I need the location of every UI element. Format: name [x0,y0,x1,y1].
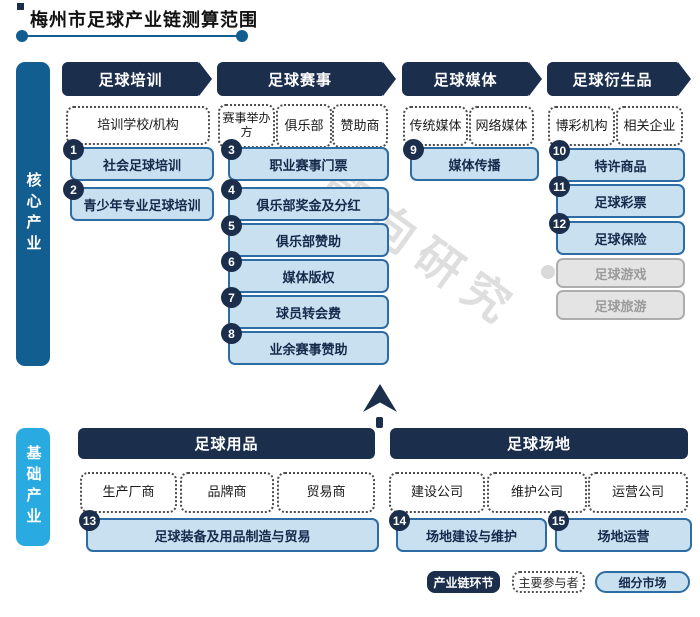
chain-header-venues: 足球场地 [390,428,688,459]
market-label: 媒体传播 [448,157,501,173]
base-industry-label: 基础产业 [24,445,42,529]
up-arrow-icon [363,384,397,412]
number-badge: 5 [221,215,242,236]
market-label: 媒体版权 [282,269,335,285]
number-badge: 12 [549,213,570,234]
chain-header-training: 足球培训 [62,62,212,96]
market-box-15: 15 场地运营 [548,510,692,552]
participant-box: 贸易商 [277,472,375,513]
market-label: 足球保险 [594,231,647,247]
chain-header-label: 足球衍生品 [572,71,653,89]
chain-header-media: 足球媒体 [402,62,542,96]
market-box-disabled-games: 足球游戏 [556,258,685,288]
chain-header-label: 足球媒体 [433,71,498,89]
participant-box: 维护公司 [487,472,587,513]
participant-box: 运营公司 [588,472,688,513]
number-badge: 13 [79,510,100,531]
market-box-4: 4 俱乐部奖金及分红 [221,179,389,221]
market-label: 业余赛事赞助 [269,341,348,357]
market-label: 职业赛事门票 [269,157,348,173]
participant-box: 赞助商 [332,104,388,148]
market-label: 俱乐部奖金及分红 [256,197,361,213]
base-industry-bar: 基础产业 [16,428,50,546]
market-box-9: 9 媒体传播 [403,139,539,181]
market-label: 场地建设与维护 [425,528,517,544]
market-label: 球员转会费 [275,305,341,321]
number-badge: 1 [63,139,84,160]
chain-header-goods: 足球用品 [78,428,375,459]
market-box-12: 12 足球保险 [549,213,685,255]
chain-header-label: 足球用品 [194,436,259,453]
number-badge: 14 [389,510,410,531]
number-badge: 4 [221,179,242,200]
participant-box: 网络媒体 [469,106,534,146]
title-underline [16,30,248,42]
chain-header-derivatives: 足球衍生品 [547,62,691,96]
market-label: 足球装备及用品制造与贸易 [154,528,311,544]
market-label: 场地运营 [597,528,650,544]
participant-box: 俱乐部 [276,104,332,148]
number-badge: 3 [221,139,242,160]
participant-box: 品牌商 [180,472,274,513]
market-box-14: 14 场地建设与维护 [389,510,547,552]
core-industry-label: 核心产业 [24,172,42,256]
participant-box: 培训学校/机构 [66,106,210,145]
market-box-disabled-tourism: 足球旅游 [556,290,685,320]
market-label: 足球彩票 [594,194,647,210]
participant-box: 生产厂商 [80,472,177,513]
legend-participant: 主要参与者 [512,571,585,593]
core-industry-bar: 核心产业 [16,62,50,366]
up-arrow-dash [376,417,383,428]
chain-header-label: 足球赛事 [267,71,332,89]
market-label: 社会足球培训 [102,157,181,173]
market-box-8: 8 业余赛事赞助 [221,323,389,365]
page-title: 梅州市足球产业链测算范围 [30,10,258,30]
chain-header-label: 足球培训 [98,71,163,89]
market-label: 青少年专业足球培训 [83,197,201,213]
market-box-6: 6 媒体版权 [221,251,389,293]
market-box-11: 11 足球彩票 [549,176,685,218]
market-label: 俱乐部赞助 [275,233,341,249]
chain-header-label: 足球场地 [506,436,571,453]
participant-box: 博彩机构 [548,106,615,146]
market-box-1: 1 社会足球培训 [63,139,214,181]
market-box-5: 5 俱乐部赞助 [221,215,389,257]
number-badge: 2 [63,179,84,200]
number-badge: 9 [403,139,424,160]
number-badge: 8 [221,323,242,344]
participant-box: 相关企业 [616,106,683,146]
number-badge: 6 [221,251,242,272]
market-box-10: 10 特许商品 [549,140,685,182]
market-box-7: 7 球员转会费 [221,287,389,329]
participant-box: 建设公司 [389,472,485,513]
number-badge: 7 [221,287,242,308]
number-badge: 10 [549,140,570,161]
watermark-dot [541,265,555,279]
title-bullet-square [17,3,24,10]
market-box-3: 3 职业赛事门票 [221,139,389,181]
legend-chain-node: 产业链环节 [427,571,500,593]
number-badge: 11 [549,176,570,197]
market-label: 特许商品 [594,158,647,174]
market-box-13: 13 足球装备及用品制造与贸易 [79,510,379,552]
market-box-2: 2 青少年专业足球培训 [63,179,214,221]
legend-submarket: 细分市场 [595,571,690,593]
chain-header-events: 足球赛事 [217,62,396,96]
number-badge: 15 [548,510,569,531]
